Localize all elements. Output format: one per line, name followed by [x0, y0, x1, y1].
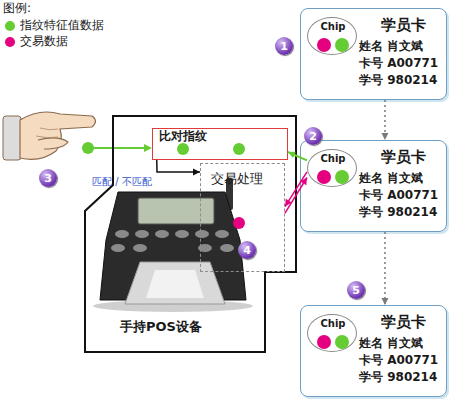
card-title: 学员卡 — [381, 149, 426, 166]
transaction-data-dot — [317, 38, 331, 52]
card-field: 姓名 肖文斌 — [359, 172, 423, 186]
arrow-head — [285, 199, 292, 207]
callout-text: 4 — [243, 244, 251, 257]
legend-title: 图例: — [3, 2, 31, 16]
connector — [157, 160, 200, 176]
legend-text: 交易数据 — [20, 35, 68, 49]
student-card: 学员卡姓名 肖文斌卡号 A00771 学号 980214 Chip — [300, 140, 447, 232]
card-field: 学号 980214 — [359, 74, 437, 88]
pos-frame: 手持POS设备 比对指纹交易处理 — [85, 116, 296, 352]
callout-number: 5 — [347, 281, 365, 299]
chip-label: Chip — [308, 318, 358, 330]
callout-number: 4 — [238, 241, 256, 259]
card-field: 卡号 A00771 — [359, 57, 438, 71]
fingerprint-data-dot — [335, 170, 349, 184]
transaction-data-dot — [317, 335, 331, 349]
fingerprint-data-dot — [177, 143, 189, 155]
callout-text: 5 — [352, 284, 360, 297]
student-card: 学员卡姓名 肖文斌卡号 A00771 学号 980214 Chip — [300, 8, 447, 100]
legend-swatch — [5, 21, 15, 31]
arrow-head — [381, 133, 388, 140]
legend-text: 指纹特征值数据 — [20, 19, 104, 33]
card-title: 学员卡 — [381, 17, 426, 34]
connector-line — [157, 160, 200, 172]
chip-oval: Chip — [307, 17, 357, 55]
process-box: 比对指纹 — [152, 128, 288, 160]
connector — [285, 178, 307, 214]
frame-polygon — [85, 116, 296, 352]
process-label: 交易处理 — [211, 172, 263, 187]
pointing-hand — [3, 112, 96, 160]
device-caption: 手持POS设备 — [120, 320, 202, 335]
transaction-data-dot — [233, 217, 245, 229]
callout-text: 1 — [280, 40, 288, 53]
student-card: 学员卡姓名 肖文斌卡号 A00771 学号 980214 Chip — [300, 305, 447, 397]
transaction-data-dot — [317, 170, 331, 184]
pos-device-illustration — [93, 178, 253, 312]
card-field: 姓名 肖文斌 — [359, 40, 423, 54]
connector — [381, 100, 388, 140]
fingerprint-data-dot — [335, 38, 349, 52]
card-field: 卡号 A00771 — [359, 189, 438, 203]
chip-oval: Chip — [307, 149, 357, 187]
connector — [381, 232, 388, 305]
callout-text: 2 — [309, 130, 317, 143]
edge-label: 匹配 / 不匹配 — [92, 176, 152, 188]
fingerprint-data-dot — [335, 335, 349, 349]
arrow-head — [288, 152, 296, 158]
legend-swatch — [5, 37, 15, 47]
card-field: 姓名 肖文斌 — [359, 337, 423, 351]
card-title: 学员卡 — [381, 314, 426, 331]
callout-text: 3 — [44, 172, 52, 185]
connector — [288, 152, 307, 161]
connector-line — [384, 232, 386, 305]
connector-line — [285, 172, 307, 207]
process-label: 比对指纹 — [159, 130, 207, 144]
arrow-head — [193, 169, 200, 176]
connector — [285, 172, 307, 207]
card-field: 卡号 A00771 — [359, 354, 438, 368]
card-field: 学号 980214 — [359, 206, 437, 220]
chip-label: Chip — [308, 21, 358, 33]
arrow-head — [381, 298, 388, 305]
callout-number: 1 — [275, 37, 293, 55]
connector-line — [285, 178, 307, 214]
frame-outline — [84, 115, 297, 353]
chip-oval: Chip — [307, 314, 357, 352]
callout-number: 2 — [304, 127, 322, 145]
fingerprint-data-dot — [233, 143, 245, 155]
arrow-head — [300, 178, 307, 186]
chip-label: Chip — [308, 153, 358, 165]
callout-number: 3 — [39, 169, 57, 187]
connector-line — [288, 152, 307, 160]
card-field: 学号 980214 — [359, 371, 437, 385]
connector-line — [384, 100, 386, 140]
finger-data-arrow — [82, 142, 152, 154]
